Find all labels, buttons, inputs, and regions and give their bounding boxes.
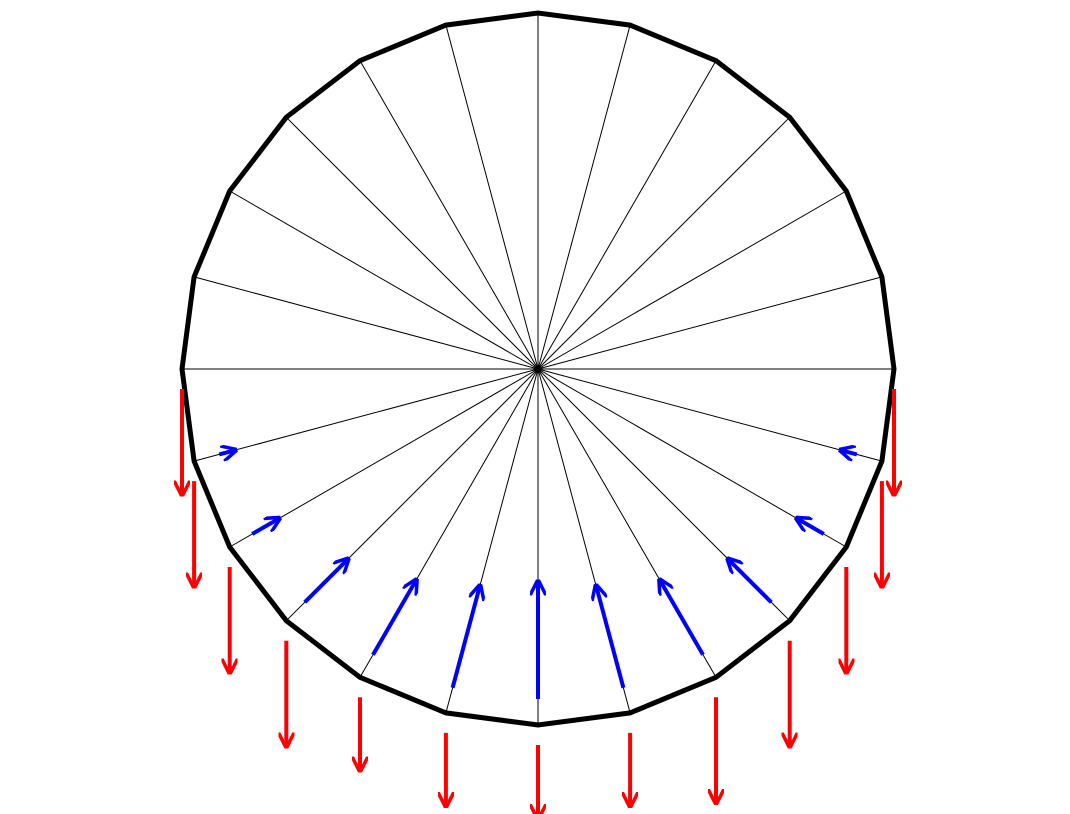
spoke-20 [537, 60, 717, 370]
spoke-11 [193, 368, 539, 462]
spoke-22 [537, 190, 847, 370]
inward-arrow-8 [303, 560, 347, 604]
spoke-19 [537, 24, 631, 370]
spoke-16 [359, 60, 539, 370]
spoke-13 [193, 276, 539, 370]
spoke-21 [537, 116, 791, 370]
inward-arrow-1 [798, 519, 825, 536]
spokes-group [182, 13, 894, 725]
spoke-14 [229, 190, 539, 370]
inward-arrow-6 [450, 587, 480, 689]
inward-arrow-9 [251, 519, 278, 536]
spoke-17 [445, 24, 539, 370]
inward-arrow-2 [729, 560, 773, 604]
spoke-15 [285, 116, 539, 370]
inward-arrows-group [218, 450, 858, 699]
spoke-1 [537, 368, 883, 462]
inward-arrow-7 [371, 581, 416, 656]
polygon-outline [179, 10, 897, 728]
inward-arrow-3 [660, 581, 705, 656]
inward-arrow-4 [596, 587, 626, 689]
inward-arrow-10 [218, 450, 234, 454]
spoke-23 [537, 276, 883, 370]
downward-arrows-group [182, 389, 894, 814]
inward-arrow-0 [842, 450, 858, 454]
